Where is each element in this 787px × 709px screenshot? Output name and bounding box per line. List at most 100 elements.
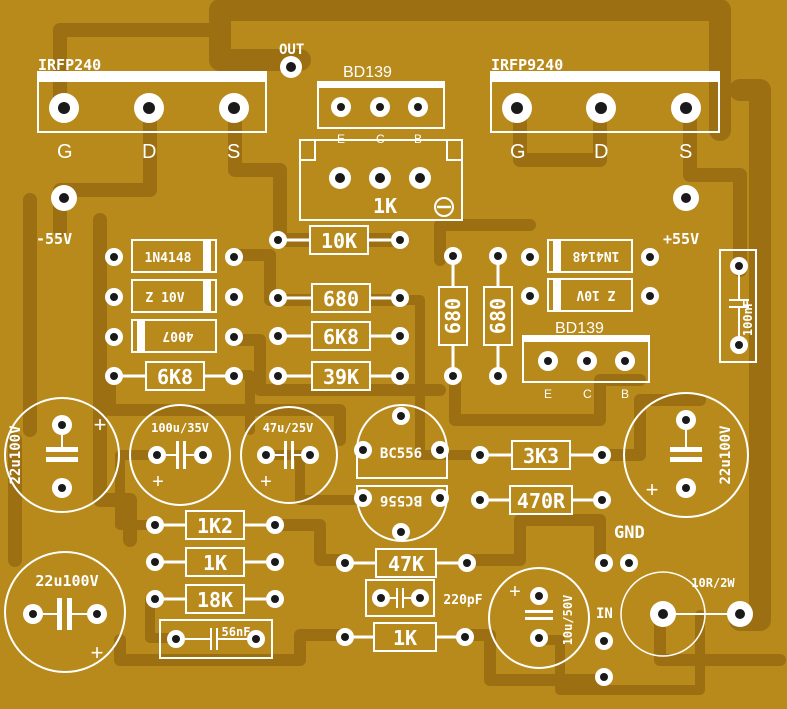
capacitor-220pf: 220pF: [365, 579, 483, 617]
c-left-top-plus: +: [94, 412, 107, 437]
resistor-10k: 10K: [269, 225, 409, 255]
neg-supply-terminal: -55V: [36, 185, 77, 248]
capacitor-22u100v-right: + 22u100V: [623, 392, 749, 518]
diode-4007: 4007: [105, 319, 243, 353]
irfp9240-pin-d: D: [594, 141, 608, 163]
trimmer-1k: 1K: [299, 139, 463, 221]
gnd-terminal: GND: [595, 523, 645, 572]
irfp240-pin-g: G: [57, 141, 73, 163]
c-left-bottom-plus: +: [91, 640, 104, 665]
capacitor-100u35v-label: 100u/35V: [151, 421, 209, 435]
irfp240-tab: [38, 72, 266, 82]
capacitor-22u100v-left-top-label: 22u100V: [8, 425, 24, 485]
resistor-1k2: 1K2: [146, 510, 284, 540]
resistor-680-v1-label: 680: [441, 298, 465, 334]
resistor-680-h: 680: [269, 283, 409, 313]
gnd-label: GND: [614, 523, 645, 543]
bd139-right-label: BD139: [555, 320, 604, 337]
trimmer-label: 1K: [373, 194, 397, 218]
resistor-1k-b: 1K: [336, 622, 474, 652]
capacitor-56nf: 56nF: [159, 619, 273, 659]
capacitor-100u35v: 100u/35V +: [129, 404, 231, 506]
resistor-47k-label: 47K: [388, 552, 424, 576]
resistor-18k-label: 18K: [197, 588, 233, 612]
c-right-plus: +: [646, 477, 659, 502]
diode-1n4148-left-label: 1N4148: [145, 251, 192, 266]
resistor-10r-2w: 10R/2W: [620, 571, 753, 657]
resistor-6k8-mid: 6K8: [269, 321, 409, 351]
transistor-irfp240: IRFP240 G D S: [37, 56, 267, 163]
c-100u35-plus: +: [152, 471, 164, 493]
bd139-right-pin-e: E: [544, 387, 552, 401]
capacitor-56nf-label: 56nF: [222, 625, 251, 639]
resistor-6k8-mid-label: 6K8: [323, 325, 359, 349]
diode-z10v-left-label: Z 10V: [145, 291, 184, 306]
resistor-680-v1: 680: [438, 247, 468, 385]
irfp9240-pin-g: G: [510, 141, 526, 163]
resistor-680-v2-label: 680: [486, 298, 510, 334]
capacitor-22u100v-left-bottom-label: 22u100V: [35, 572, 98, 590]
bd139-top-pads: [331, 97, 428, 117]
resistor-680-h-label: 680: [323, 287, 359, 311]
capacitor-22u100v-left-bottom: 22u100V +: [4, 551, 126, 673]
out-terminal: OUT: [279, 42, 304, 78]
out-label: OUT: [279, 42, 304, 58]
resistor-470r-label: 470R: [517, 489, 566, 513]
irfp9240-pin-s: S: [679, 141, 692, 163]
transistor-bc556-bottom: BC556: [354, 485, 449, 542]
capacitor-22u100v-left-top: + 22u100V: [4, 397, 120, 513]
resistor-1k-b-label: 1K: [393, 626, 417, 650]
in-label: IN: [596, 606, 613, 622]
diode-1n4148-left: 1N4148: [105, 239, 243, 273]
bd139-right-pin-c: C: [583, 387, 592, 401]
copper-traces: [8, 0, 786, 695]
irfp9240-label: IRFP9240: [491, 56, 563, 74]
irfp240-pin-s: S: [227, 141, 240, 163]
c-47u25-plus: +: [260, 471, 272, 493]
capacitor-100nf: 100nF: [719, 249, 757, 363]
capacitor-47u25v: 47u/25V +: [240, 406, 338, 504]
diode-1n4148-right-label: 1N4148: [572, 248, 619, 263]
pos-supply-label: +55V: [663, 230, 699, 248]
diode-z10v-right-label: Z 10V: [576, 287, 615, 302]
resistor-1k2-label: 1K2: [197, 514, 233, 538]
resistor-680-v2: 680: [483, 247, 513, 385]
resistor-10r-2w-label: 10R/2W: [691, 576, 735, 590]
resistor-1k-a: 1K: [146, 547, 284, 577]
resistor-3k3-label: 3K3: [523, 444, 559, 468]
capacitor-220pf-label: 220pF: [443, 593, 482, 608]
resistor-1k-a-label: 1K: [203, 551, 227, 575]
irfp9240-tab: [491, 72, 719, 82]
resistor-470r: 470R: [471, 485, 611, 515]
out-hole: [286, 62, 296, 72]
transistor-bd139-top: BD139 E C B: [317, 64, 445, 146]
capacitor-100nf-label: 100nF: [741, 300, 755, 336]
bc556-bottom-label: BC556: [380, 492, 422, 508]
trimmer-pads: [329, 167, 431, 189]
bd139-top-band: [318, 82, 444, 88]
trimmer-adjust-icon: [434, 197, 454, 217]
transistor-irfp9240: IRFP9240 G D S: [490, 56, 720, 163]
capacitor-10u50v: + 10u/50V: [488, 567, 590, 669]
resistor-6k8-left: 6K8: [105, 361, 243, 391]
c-10u50-plus: +: [509, 581, 521, 603]
capacitor-10u50v-label: 10u/50V: [561, 595, 575, 646]
diode-1n4148-right: 1N4148: [521, 239, 659, 273]
irfp240-pads: [49, 93, 249, 123]
capacitor-47u25v-label: 47u/25V: [263, 421, 314, 435]
irfp9240-pads: [502, 93, 701, 123]
capacitor-22u100v-right-label: 22u100V: [718, 425, 734, 485]
resistor-47k: 47K: [336, 548, 476, 578]
pos-supply-terminal: +55V: [663, 185, 699, 248]
diode-z10v-left: Z 10V: [105, 279, 243, 313]
resistor-3k3: 3K3: [471, 440, 611, 470]
bd139-top-label: BD139: [343, 64, 392, 81]
resistor-39k-label: 39K: [323, 365, 359, 389]
transistor-bd139-right: BD139 E C B: [522, 320, 650, 401]
in-terminal: IN: [595, 606, 613, 686]
diode-4007-label: 4007: [162, 328, 193, 343]
resistor-39k: 39K: [269, 361, 409, 391]
resistor-18k: 18K: [146, 584, 284, 614]
